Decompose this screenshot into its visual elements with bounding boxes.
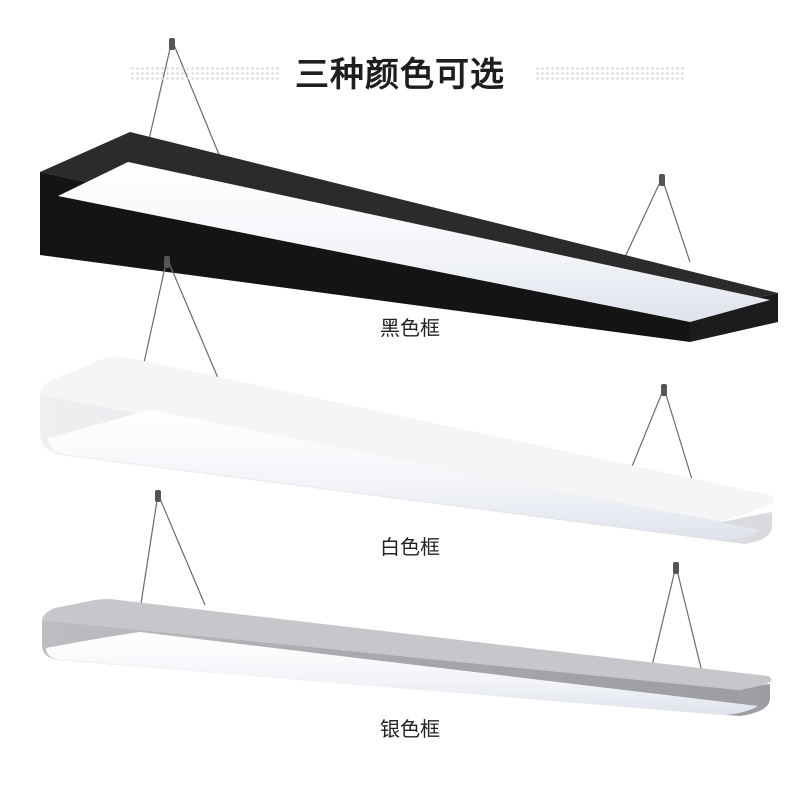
headline-title: 三种颜色可选 [295,55,505,95]
lamp-black [40,38,778,342]
lamp-frame-top [42,599,772,690]
wire-clamps [169,38,665,186]
caption-black-frame: 黑色框 [380,316,440,340]
suspension-wires [139,493,703,675]
headline: 三种颜色可选 [0,50,800,100]
lamp-diffuser [46,632,758,715]
lamp-diffuser [48,410,760,540]
lamp-white [40,256,775,544]
lamp-silver [42,490,772,716]
lamp-diffuser [58,162,770,322]
suspension-wires [146,39,691,273]
dotted-divider-left [130,66,280,80]
caption-silver-frame: 银色框 [380,717,440,741]
wire-clamps [164,256,667,396]
dotted-divider-right [535,66,685,80]
caption-white-frame: 白色框 [380,535,440,559]
wire-clamps [155,490,679,574]
lamp-frame-top [40,356,775,522]
suspension-wires [141,257,695,487]
lamp-frame-end [690,293,778,342]
